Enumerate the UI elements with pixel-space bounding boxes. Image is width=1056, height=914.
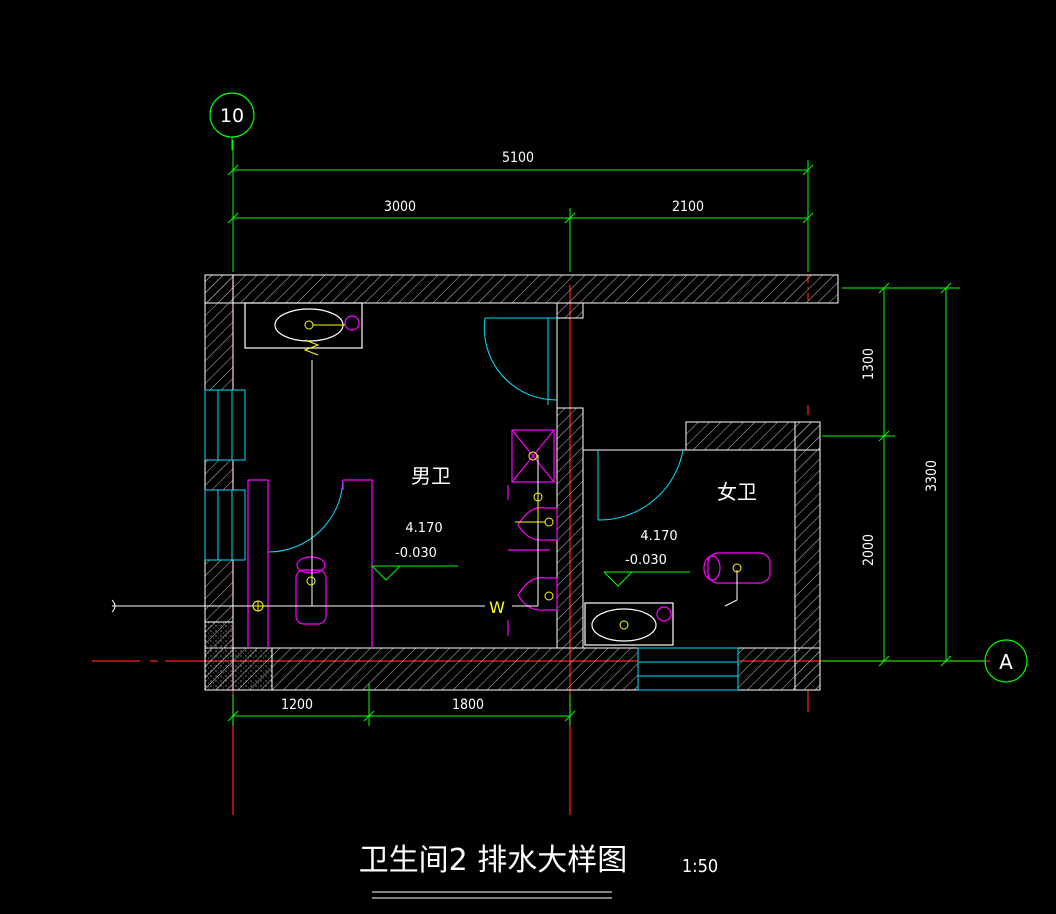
pipe-label-w: W bbox=[489, 598, 505, 617]
bottom-opening bbox=[637, 647, 739, 691]
men-elevation-bottom: -0.030 bbox=[395, 546, 437, 561]
walls bbox=[204, 274, 839, 691]
dim-right-upper: 1300 bbox=[861, 348, 877, 380]
floor-drains bbox=[252, 320, 742, 630]
drawing-title: 卫生间2 排水大样图 bbox=[359, 843, 628, 878]
dim-top-left: 3000 bbox=[384, 199, 416, 215]
dim-right-lower: 2000 bbox=[861, 534, 877, 566]
elevation-markers bbox=[371, 565, 690, 587]
dimension-lines bbox=[227, 140, 960, 726]
axis-bubble-10: 10 bbox=[209, 92, 255, 150]
drain-pipes bbox=[111, 360, 738, 613]
axis-label-a: A bbox=[999, 650, 1013, 674]
women-elevation-bottom: -0.030 bbox=[625, 553, 667, 568]
drawing-scale: 1:50 bbox=[682, 856, 718, 877]
room-name-men: 男卫 bbox=[411, 464, 451, 488]
room-name-women: 女卫 bbox=[717, 480, 757, 504]
dim-top-right: 2100 bbox=[672, 199, 704, 215]
doors bbox=[267, 317, 684, 553]
women-elevation-top: 4.170 bbox=[640, 529, 677, 544]
dim-bottom-left: 1200 bbox=[281, 697, 313, 713]
dim-bottom-mid: 1800 bbox=[452, 697, 484, 713]
dim-right-total: 3300 bbox=[924, 460, 940, 492]
room-interiors bbox=[232, 302, 796, 649]
dim-top-total: 5100 bbox=[502, 150, 534, 166]
axis-bubble-a: A bbox=[960, 639, 1028, 683]
men-elevation-top: 4.170 bbox=[405, 521, 442, 536]
title-underline bbox=[372, 891, 612, 899]
axis-label-10: 10 bbox=[220, 105, 244, 127]
window-left bbox=[204, 389, 246, 561]
